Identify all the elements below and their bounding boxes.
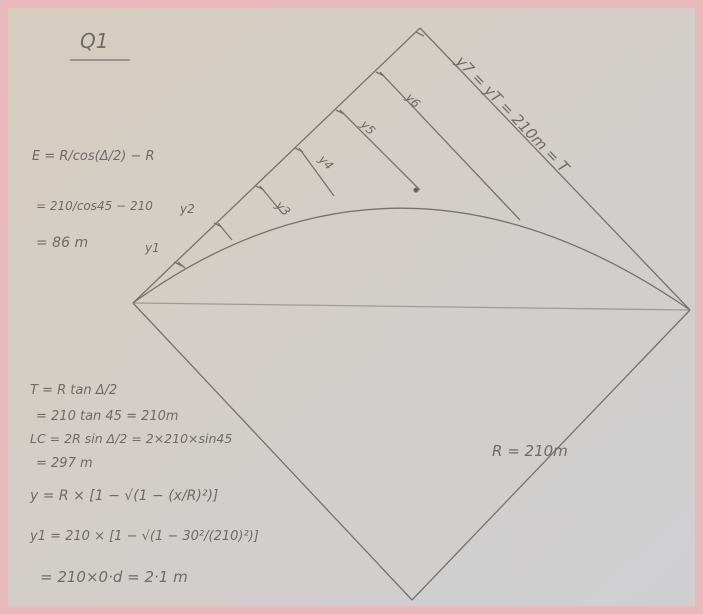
formula-tangent-1: T = R tan Δ/2 xyxy=(30,383,117,398)
back-tangent-line xyxy=(132,27,421,304)
offset-label-y2: y2 xyxy=(179,202,195,216)
formula-long-chord-1: LC = 2R sin Δ/2 = 2×210×sin45 xyxy=(30,431,232,446)
formula-long-chord-2: = 297 m xyxy=(36,456,93,471)
offset-line-y1 xyxy=(177,261,186,269)
curve-diagram xyxy=(132,27,691,601)
offset-line-y6 xyxy=(379,71,521,221)
circular-curve xyxy=(132,207,691,311)
formula-external-1: E = R/cos(Δ/2) − R xyxy=(32,149,155,164)
offset-line-y5 xyxy=(339,109,421,191)
offset-line-y3 xyxy=(259,185,284,215)
offset-line-y4 xyxy=(298,147,335,197)
formula-external-2: = 210/cos45 − 210 xyxy=(36,199,153,213)
formula-tangent-2: = 210 tan 45 = 210m xyxy=(36,409,179,424)
radius-line-left xyxy=(132,302,413,601)
offset-label-y1: y1 xyxy=(144,241,160,255)
radius-line-right xyxy=(411,309,691,601)
question-label: Q1 xyxy=(80,29,108,53)
formula-offset-y1-1: y1 = 210 × [1 − √(1 − 30²/(210)²)] xyxy=(29,529,259,544)
radius-label: R = 210m xyxy=(492,442,568,460)
formula-offset-y1-2: = 210×0·d = 2·1 m xyxy=(40,568,188,586)
paper-sheet xyxy=(8,8,695,606)
formula-external-3: = 86 m xyxy=(36,235,88,251)
long-chord-line xyxy=(132,302,691,311)
forward-tangent-line xyxy=(419,27,691,311)
formula-offset-general: y = R × [1 − √(1 − (x/R)²)] xyxy=(29,488,218,504)
